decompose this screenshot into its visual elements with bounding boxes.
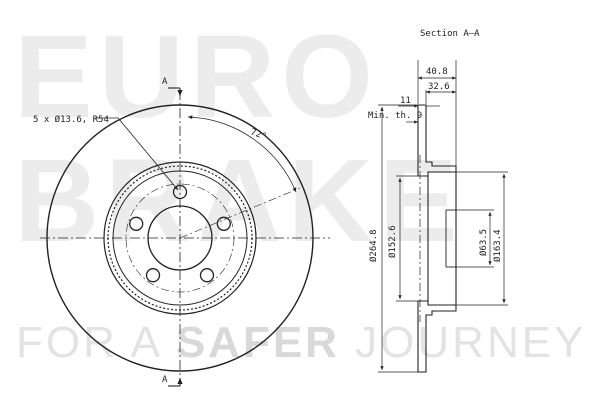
bolt-holes-label: 5 x Ø13.6, R54 bbox=[33, 114, 109, 125]
dim-overall-thickness: 40.8 bbox=[426, 67, 448, 77]
section-marker-bottom bbox=[168, 378, 183, 387]
dim-min-thickness: Min. th. 9 bbox=[368, 111, 422, 121]
center-bore bbox=[147, 205, 213, 271]
bolt-hole bbox=[172, 184, 188, 200]
angle-ray bbox=[179, 187, 301, 239]
section-mark-bottom: A bbox=[162, 375, 168, 385]
angle-arc bbox=[187, 115, 297, 193]
bolt-hole bbox=[199, 268, 215, 283]
dim-hat-diameter: Ø152.6 bbox=[387, 225, 398, 258]
angle-label: 72° bbox=[249, 127, 268, 142]
tagline-post: JOURNEY bbox=[339, 318, 587, 367]
front-view bbox=[40, 90, 330, 385]
section-view bbox=[417, 104, 457, 373]
hat-ring bbox=[112, 170, 248, 306]
tagline-bold: SAFER bbox=[175, 318, 340, 367]
dim-hat-depth: 32.6 bbox=[428, 82, 450, 92]
section-title: Section A–A bbox=[420, 29, 480, 39]
dim-center-bore: Ø63.5 bbox=[478, 229, 489, 256]
dim-disc-thickness: 11 bbox=[400, 96, 411, 106]
holes-leader bbox=[117, 117, 179, 191]
outer-rim bbox=[46, 104, 314, 372]
dim-outer-diameter: Ø264.8 bbox=[368, 229, 379, 262]
bolt-hole bbox=[129, 216, 144, 231]
friction-ring-inner bbox=[103, 161, 257, 315]
dim-inner-diameter: Ø163.4 bbox=[492, 229, 503, 262]
bolt-hole bbox=[145, 268, 161, 283]
hat-outer-ring bbox=[107, 165, 253, 311]
section-dims bbox=[378, 60, 508, 373]
watermark-tagline: FOR A SAFER JOURNEY bbox=[16, 318, 586, 368]
section-marker-top bbox=[168, 87, 183, 96]
section-mark-top: A bbox=[162, 77, 168, 87]
tagline-pre: FOR A bbox=[16, 318, 176, 367]
bolt-circle bbox=[125, 183, 235, 293]
bolt-hole bbox=[216, 216, 231, 231]
